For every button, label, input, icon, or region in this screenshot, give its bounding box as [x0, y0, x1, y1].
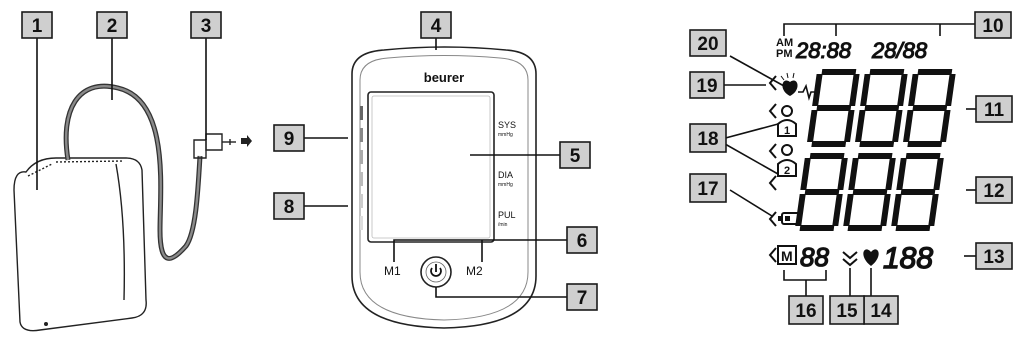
svg-text:2: 2: [107, 16, 118, 37]
svg-text:5: 5: [570, 146, 581, 167]
m2-button-label[interactable]: M2: [466, 264, 483, 278]
leader-lines: [36, 23, 976, 298]
callout-11: 11: [975, 95, 1013, 123]
memory-icon-letter: M: [781, 248, 793, 264]
svg-text:1: 1: [32, 16, 43, 37]
sys-unit: mmHg: [498, 132, 513, 138]
air-tube: [63, 83, 203, 261]
callout-16: 16: [788, 295, 824, 325]
m1-button-label[interactable]: M1: [384, 264, 401, 278]
callout-14: 14: [863, 295, 899, 325]
svg-text:9: 9: [284, 129, 295, 150]
lcd-am: AM: [776, 37, 793, 49]
risk-indicator: [360, 106, 363, 230]
svg-text:12: 12: [983, 181, 1004, 202]
callout-1: 1: [21, 11, 53, 39]
svg-text:17: 17: [697, 179, 718, 200]
callout-15: 15: [829, 295, 865, 325]
blood-pressure-cuff: [13, 157, 147, 332]
callout-18: 18: [689, 123, 727, 153]
sys-label: SYS: [498, 120, 516, 130]
svg-text:14: 14: [870, 301, 892, 322]
dia-unit: mmHg: [498, 182, 513, 188]
arrow-right-icon: [241, 135, 252, 147]
cuff-plug: [193, 133, 236, 159]
dia-label: DIA: [498, 170, 513, 180]
callout-7: 7: [566, 283, 598, 311]
callout-8: 8: [273, 192, 305, 220]
lcd-date: 28/88: [871, 38, 928, 63]
arrhythmia-heart-icon: [780, 72, 816, 101]
svg-text:7: 7: [577, 288, 588, 309]
callout-6: 6: [566, 226, 598, 254]
systolic-digits: [807, 69, 956, 147]
pul-label: PUL: [498, 210, 516, 220]
callout-9: 9: [273, 124, 305, 152]
callout-12: 12: [975, 176, 1013, 204]
svg-text:18: 18: [697, 129, 718, 150]
svg-text:3: 3: [201, 16, 212, 37]
callout-3: 3: [190, 11, 222, 39]
callout-10: 10: [974, 11, 1012, 39]
user-icon: [777, 105, 797, 177]
callout-2: 2: [96, 11, 128, 39]
callout-13: 13: [975, 242, 1013, 270]
user-1-number: 1: [784, 125, 790, 137]
user-2-number: 2: [784, 165, 790, 177]
rest-indicator-icon: [842, 251, 858, 267]
pulse-digits: 188: [883, 242, 933, 275]
svg-text:4: 4: [431, 16, 442, 37]
svg-text:13: 13: [983, 247, 1004, 268]
callout-4: 4: [420, 11, 452, 39]
brand-logo: beurer: [424, 70, 464, 85]
callout-19: 19: [689, 71, 725, 99]
svg-text:8: 8: [284, 197, 295, 218]
memory-icon: [777, 245, 797, 265]
pul-unit: /min: [498, 222, 508, 228]
lcd-pm: PM: [776, 48, 793, 60]
svg-text:11: 11: [984, 100, 1005, 121]
callout-5: 5: [559, 141, 591, 169]
lcd-time: 28:88: [795, 38, 852, 63]
lcd-screen: [367, 91, 495, 243]
svg-text:20: 20: [697, 34, 718, 55]
svg-text:15: 15: [836, 301, 858, 322]
svg-text:6: 6: [577, 231, 588, 252]
blood-pressure-monitor: [351, 46, 537, 329]
diastolic-digits: [795, 153, 944, 231]
svg-text:19: 19: [696, 76, 717, 97]
memory-number: 88: [800, 242, 829, 272]
callout-17: 17: [689, 173, 727, 203]
svg-text:10: 10: [982, 16, 1003, 37]
callout-20: 20: [689, 29, 727, 57]
chevron-indicator-icon: [768, 75, 777, 263]
heart-icon: [863, 249, 879, 266]
svg-text:16: 16: [795, 301, 816, 322]
